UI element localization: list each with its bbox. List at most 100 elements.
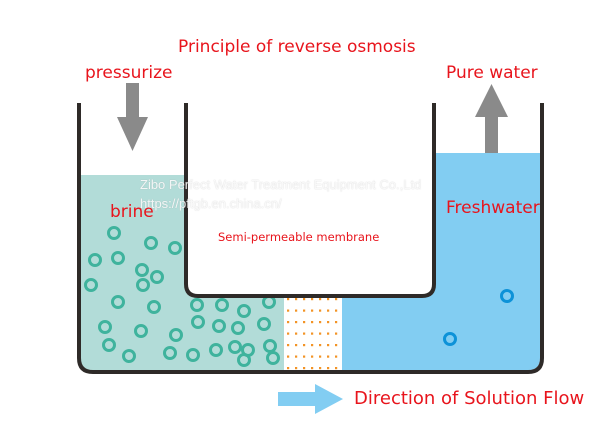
brine-particle [136, 278, 150, 292]
membrane-pore-dot [319, 355, 322, 358]
arrow-down-icon [117, 83, 148, 151]
tank-outer-wall [77, 103, 544, 374]
membrane-pore-dot [295, 355, 298, 358]
flow-direction-label: Direction of Solution Flow [354, 388, 585, 409]
membrane-pore-dot [295, 344, 298, 347]
membrane-pore-dot [287, 298, 290, 301]
brine-salt-particles [84, 226, 280, 367]
membrane-pore-dot [335, 298, 338, 301]
membrane-pore-dot [311, 344, 314, 347]
brine-solution [80, 175, 284, 370]
membrane-pore-dot [303, 332, 306, 335]
membrane-pore-dot [319, 344, 322, 347]
membrane-pore-dot [335, 355, 338, 358]
membrane-pore-dot [319, 367, 322, 370]
membrane-pore-dot [335, 367, 338, 370]
brine-particle [209, 343, 223, 357]
membrane-pore-dot [311, 298, 314, 301]
membrane-pore-dot [295, 367, 298, 370]
membrane-pore-dot [287, 367, 290, 370]
brine-particle [134, 324, 148, 338]
membrane-pore-dot [327, 309, 330, 312]
brine-particle [257, 317, 271, 331]
brine-particle [266, 351, 280, 365]
membrane-pore-dot [303, 321, 306, 324]
membrane-pore-dot [311, 355, 314, 358]
membrane-pore-dot [319, 321, 322, 324]
membrane-label: Semi-permeable membrane [218, 230, 380, 244]
brine-particle [107, 226, 121, 240]
membrane-pores [287, 298, 338, 370]
pure-water-label: Pure water [446, 63, 538, 83]
arrow-right-icon [278, 384, 343, 414]
freshwater-solution [342, 153, 540, 370]
membrane-pore-dot [287, 355, 290, 358]
arrow-up-icon [475, 84, 508, 153]
membrane-pore-dot [311, 332, 314, 335]
brine-particle [263, 339, 277, 353]
membrane-pore-dot [335, 321, 338, 324]
membrane-pore-dot [327, 332, 330, 335]
brine-particle [144, 236, 158, 250]
membrane-pore-dot [311, 321, 314, 324]
watermark-company: Zibo Perfect Water Treatment Equipment C… [140, 177, 422, 192]
freshwater-particle [500, 289, 514, 303]
brine-particle [102, 338, 116, 352]
membrane-pore-dot [311, 367, 314, 370]
membrane-pore-dot [295, 298, 298, 301]
brine-particle [168, 241, 182, 255]
membrane-pore-dot [303, 344, 306, 347]
brine-particle [122, 349, 136, 363]
membrane-pore-dot [327, 344, 330, 347]
brine-particle [191, 315, 205, 329]
membrane-pore-dot [335, 309, 338, 312]
brine-particle [237, 353, 251, 367]
brine-particle [212, 319, 226, 333]
brine-particle [215, 298, 229, 312]
brine-particle [231, 321, 245, 335]
membrane-pore-dot [303, 309, 306, 312]
freshwater-particle [443, 332, 457, 346]
brine-particle [169, 328, 183, 342]
membrane-pore-dot [295, 309, 298, 312]
brine-label: brine [110, 202, 154, 222]
tank-inner-wall [184, 103, 436, 298]
brine-particle [111, 295, 125, 309]
freshwater-label: Freshwater [446, 198, 540, 218]
membrane-pore-dot [335, 344, 338, 347]
brine-particle [98, 320, 112, 334]
membrane-pore-dot [303, 298, 306, 301]
brine-particle [111, 251, 125, 265]
membrane-pore-dot [311, 309, 314, 312]
membrane-pore-dot [295, 332, 298, 335]
brine-particle [84, 278, 98, 292]
diagram-title: Principle of reverse osmosis [178, 37, 416, 57]
membrane-pore-dot [319, 309, 322, 312]
membrane-pore-dot [287, 344, 290, 347]
membrane-pore-dot [319, 332, 322, 335]
membrane-pore-dot [327, 355, 330, 358]
brine-particle [147, 300, 161, 314]
watermark-url: https://pftgb.en.china.cn/ [140, 196, 282, 211]
membrane-pore-dot [287, 309, 290, 312]
brine-particle [190, 298, 204, 312]
membrane-pore-dot [303, 367, 306, 370]
membrane-pore-dot [319, 298, 322, 301]
pressurize-label: pressurize [85, 63, 173, 83]
brine-particle [186, 348, 200, 362]
brine-particle [237, 304, 251, 318]
membrane-pore-dot [327, 367, 330, 370]
membrane-pore-dot [303, 355, 306, 358]
membrane-pore-dot [295, 321, 298, 324]
membrane-pore-dot [287, 321, 290, 324]
membrane-pore-dot [327, 298, 330, 301]
brine-particle [163, 346, 177, 360]
membrane-pore-dot [335, 332, 338, 335]
brine-particle [135, 263, 149, 277]
brine-particle [150, 270, 164, 284]
membrane-pore-dot [327, 321, 330, 324]
membrane-pore-dot [287, 332, 290, 335]
brine-particle [88, 253, 102, 267]
